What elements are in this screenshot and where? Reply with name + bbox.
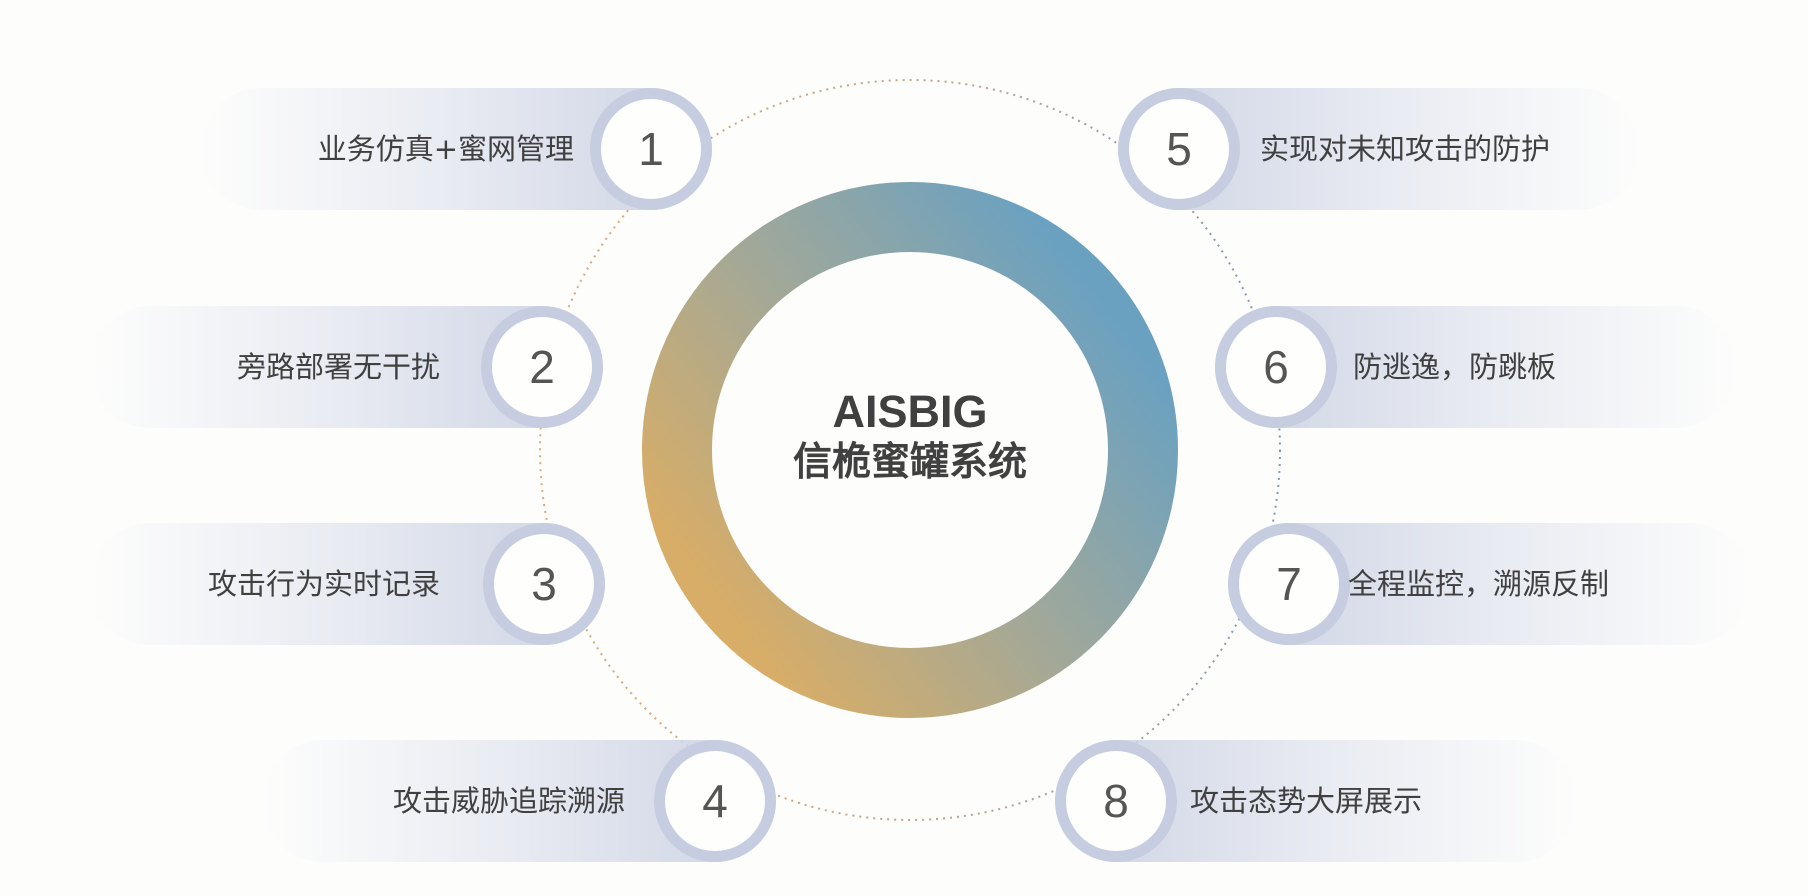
feature-label-1: 业务仿真+蜜网管理 — [317, 132, 574, 166]
feature-badge-1: 1 — [590, 88, 712, 210]
feature-badge-7: 7 — [1228, 523, 1350, 645]
feature-label-5: 实现对未知攻击的防护 — [1260, 132, 1551, 166]
feature-badge-2: 2 — [481, 306, 603, 428]
feature-badge-6: 6 — [1215, 306, 1337, 428]
feature-number-6: 6 — [1226, 317, 1326, 417]
feature-number-8: 8 — [1066, 751, 1166, 851]
feature-number-4: 4 — [665, 751, 765, 851]
feature-label-7: 全程监控，溯源反制 — [1348, 567, 1610, 601]
feature-number-7: 7 — [1239, 534, 1339, 634]
feature-number-3: 3 — [494, 534, 594, 634]
feature-badge-3: 3 — [483, 523, 605, 645]
feature-badge-4: 4 — [654, 740, 776, 862]
feature-label-6: 防逃逸，防跳板 — [1353, 350, 1557, 384]
feature-label-8: 攻击态势大屏展示 — [1190, 784, 1423, 818]
orbit-dotted-circle — [539, 79, 1281, 821]
feature-label-4: 攻击威胁追踪溯源 — [392, 784, 625, 818]
feature-label-3: 攻击行为实时记录 — [207, 567, 440, 601]
center-title-line2: 信桅蜜罐系统 — [792, 440, 1027, 485]
center-disc — [713, 253, 1107, 647]
center-ring — [642, 182, 1178, 718]
feature-number-1: 1 — [601, 99, 701, 199]
feature-label-2: 旁路部署无干扰 — [236, 350, 440, 384]
feature-badge-5: 5 — [1118, 88, 1240, 210]
feature-badge-8: 8 — [1055, 740, 1177, 862]
feature-number-2: 2 — [492, 317, 592, 417]
center-title: AISBIG 信桅蜜罐系统 — [760, 386, 1060, 488]
feature-number-5: 5 — [1129, 99, 1229, 199]
center-title-line1: AISBIG — [832, 386, 988, 437]
